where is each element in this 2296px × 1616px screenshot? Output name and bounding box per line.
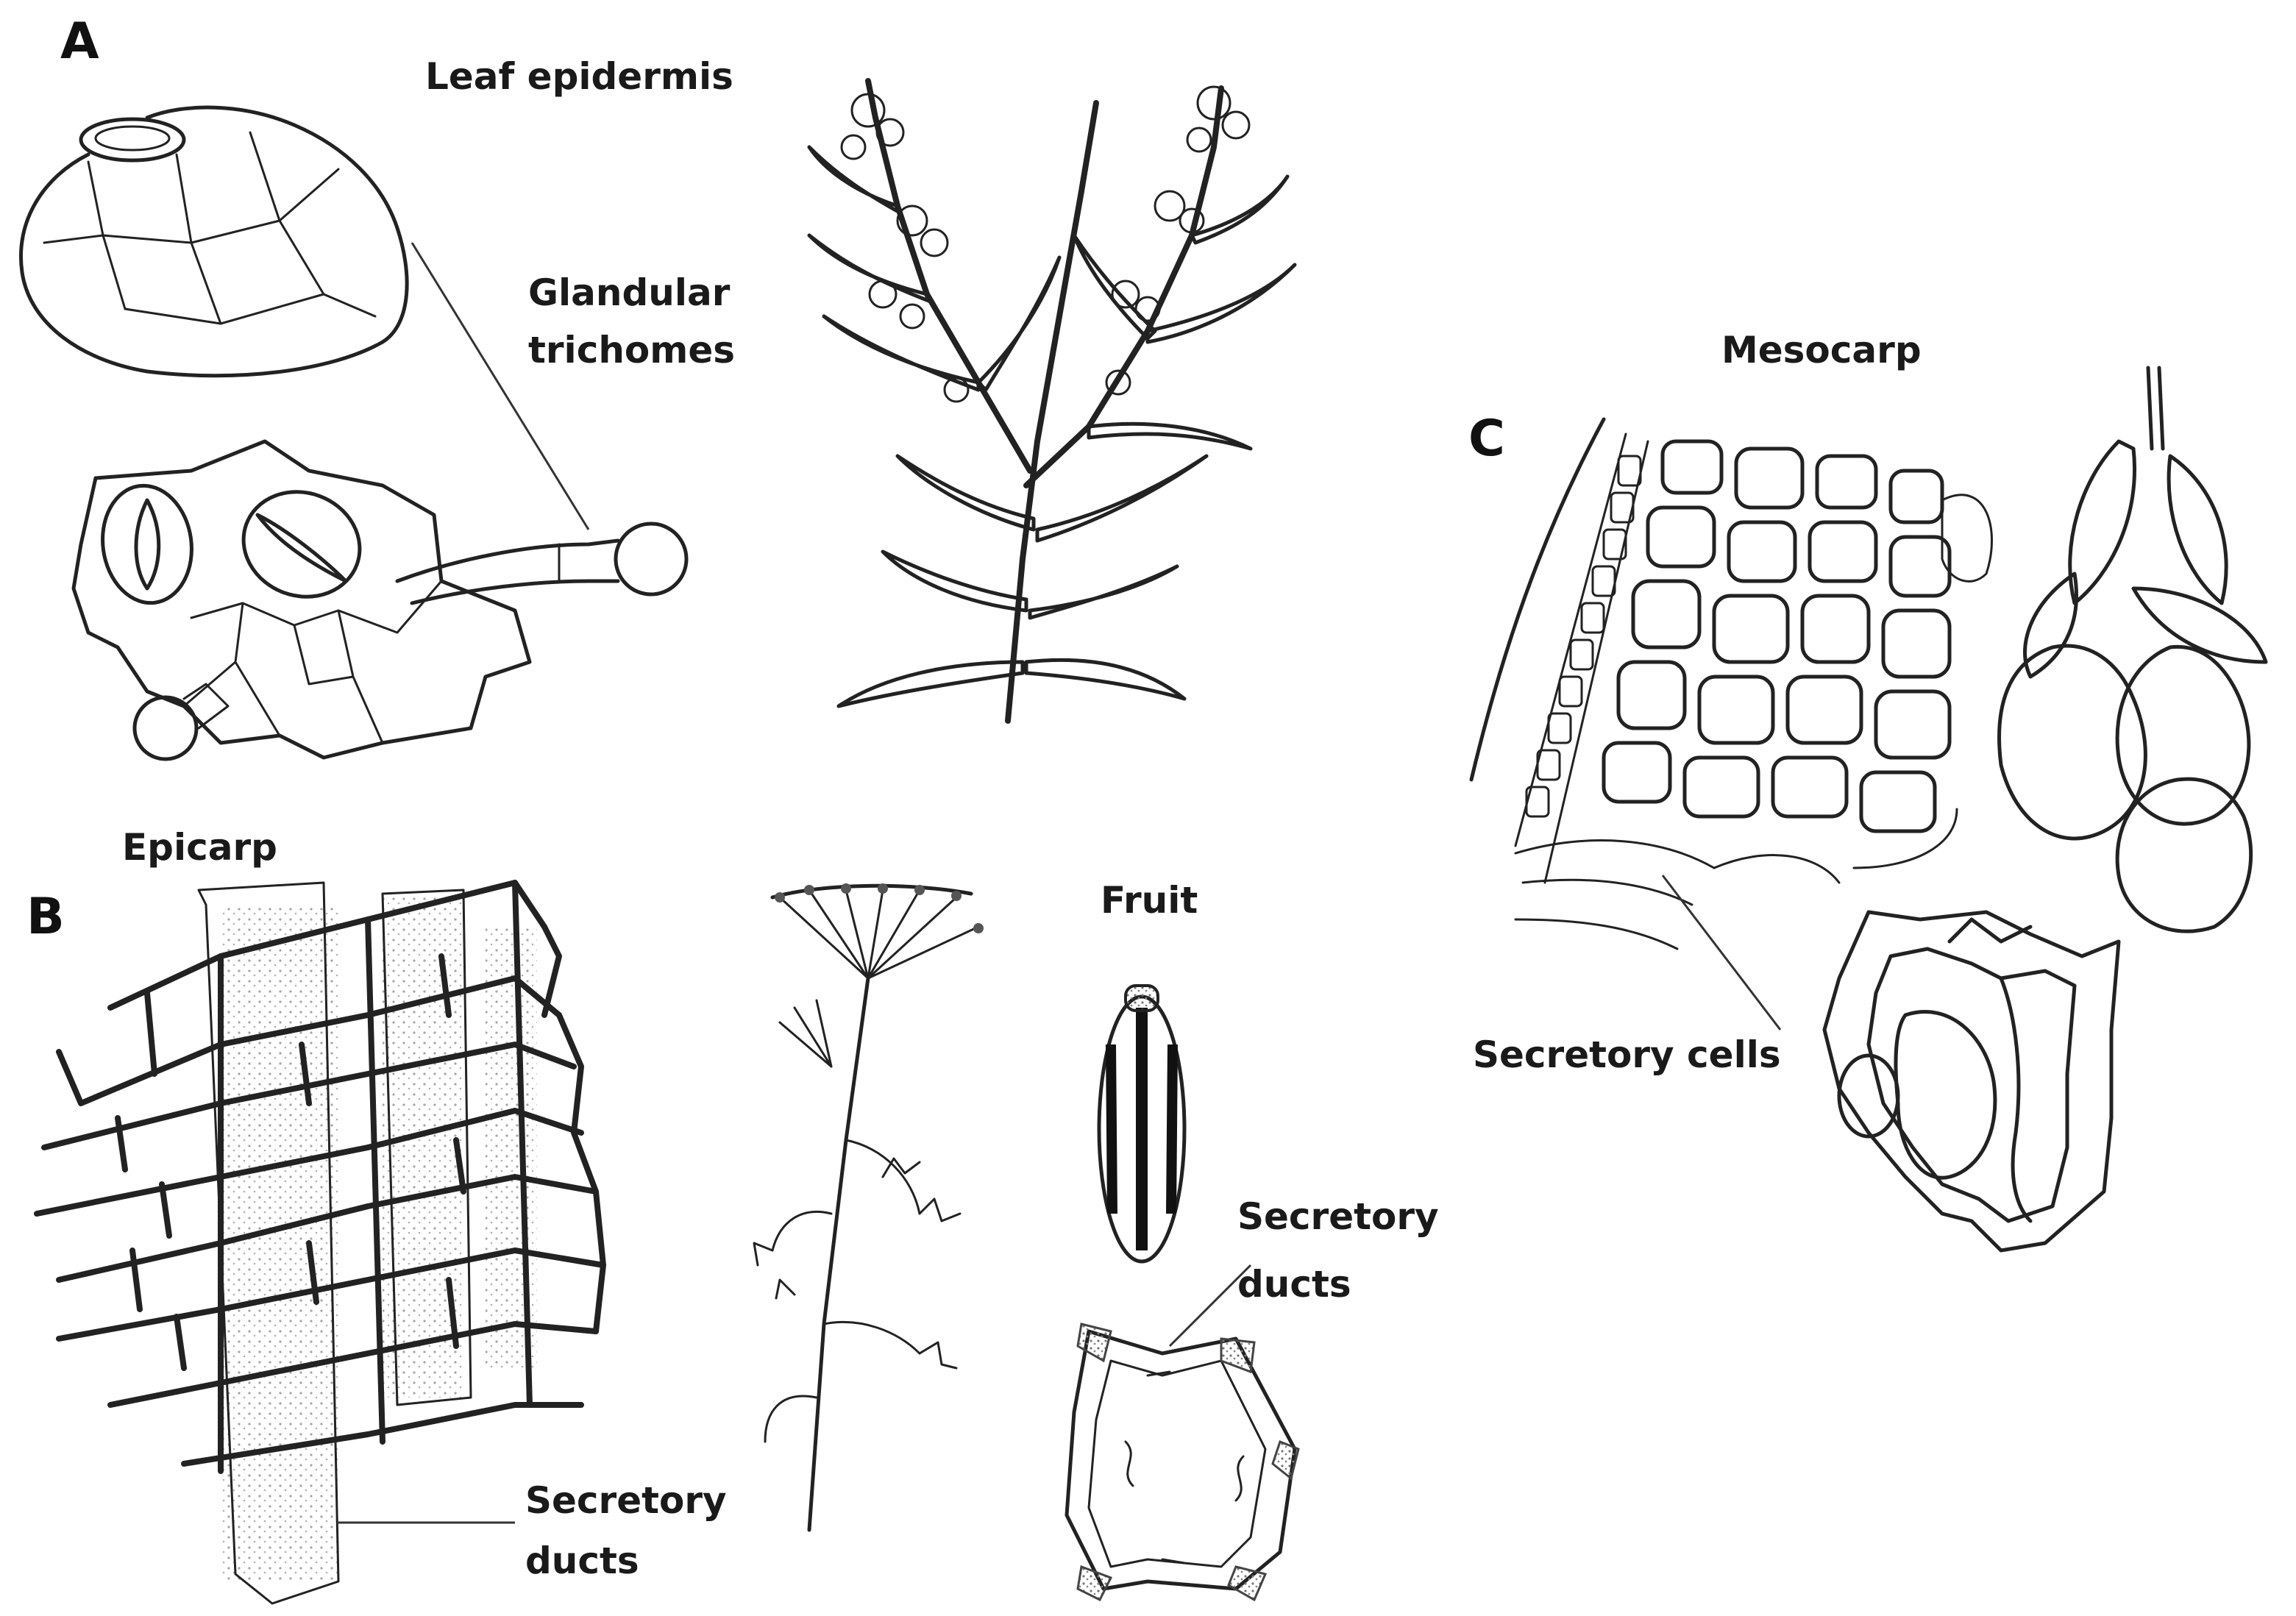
epicarp-secretory-ducts-label-line1: Secretory <box>525 1479 727 1522</box>
fruit-secretory-ducts-label-line1: Secretory <box>1237 1195 1439 1238</box>
glandular-trichome-dome <box>19 105 409 378</box>
epicarp-secretory-ducts-label-line2: ducts <box>525 1540 639 1582</box>
fruit-cross-section-drawing <box>1065 1264 1300 1602</box>
leaf-epidermis-drawing <box>71 242 689 761</box>
fruit-secretory-ducts-label-line2: ducts <box>1237 1263 1351 1306</box>
mesocarp-label: Mesocarp <box>1721 329 1922 371</box>
citrus-fruit-drawing <box>1997 366 2268 933</box>
epicarp-cell-network <box>34 880 606 1605</box>
panel-label-b: B <box>26 888 65 946</box>
glandular-trichomes-label-line2: trichomes <box>528 329 736 371</box>
fruit-label: Fruit <box>1101 879 1198 922</box>
epicarp-label: Epicarp <box>122 826 277 869</box>
rosemary-plant-drawing <box>807 78 1297 724</box>
mesocarp-tissue-drawing <box>1469 417 1993 1031</box>
secretory-cell-detail-drawing <box>1822 910 2121 1253</box>
panel-label-c: C <box>1468 410 1505 468</box>
panel-label-a: A <box>60 13 99 71</box>
leaf-epidermis-label: Leaf epidermis <box>425 55 733 98</box>
coriander-fruit-drawing <box>1097 984 1187 1264</box>
coriander-plant-drawing <box>753 883 984 1532</box>
glandular-trichomes-label-line1: Glandular <box>528 271 731 314</box>
secretory-cells-label: Secretory cells <box>1473 1033 1781 1076</box>
